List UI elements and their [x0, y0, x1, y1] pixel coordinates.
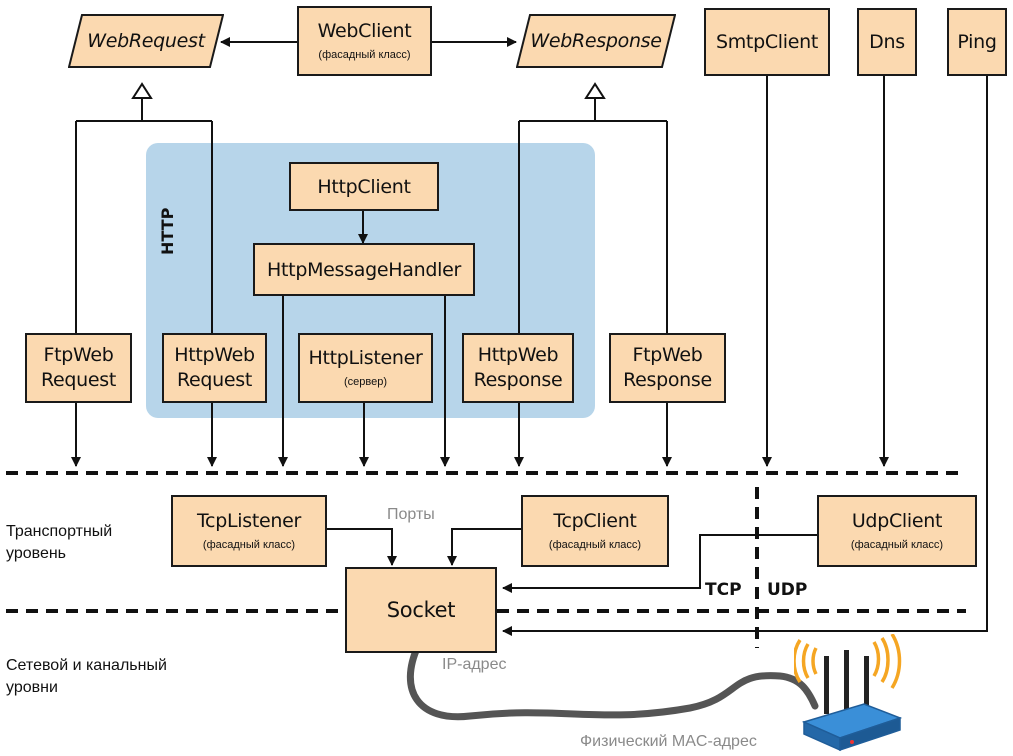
network-layer-line1: Сетевой и канальный	[6, 657, 167, 674]
httplistener-class: HttpListener (сервер)	[298, 333, 433, 403]
udpclient-note: (фасадный класс)	[850, 539, 944, 551]
ftpwebrequest-label-line2: Request	[40, 369, 117, 391]
transport-layer-line1: Транспортный	[6, 523, 113, 540]
ip-address-label: IP-адрес	[442, 656, 507, 673]
httpwebresponse-class: HttpWeb Response	[462, 333, 574, 403]
tcplistener-note: (фасадный класс)	[202, 539, 296, 551]
network-layer-line2: уровни	[6, 679, 58, 696]
dns-class: Dns	[857, 8, 917, 76]
tcplistener-label: TcpListener	[196, 510, 302, 532]
webclient-label: WebClient	[317, 20, 412, 42]
transport-layer-line2: уровень	[6, 545, 67, 562]
webresponse-class: WebResponse	[516, 14, 676, 68]
httpwebresponse-label-line2: Response	[473, 369, 563, 391]
httpwebrequest-label-line1: HttpWeb	[174, 344, 255, 366]
tcplistener-class: TcpListener (фасадный класс)	[171, 495, 327, 567]
tcpclient-to-socket-arrow	[447, 528, 521, 566]
udpclient-label: UdpClient	[851, 510, 943, 532]
ping-class: Ping	[947, 8, 1007, 76]
webresponse-label: WebResponse	[530, 30, 662, 52]
dns-label: Dns	[869, 31, 905, 53]
httpwebrequest-class: HttpWeb Request	[162, 333, 267, 403]
httpclient-label: HttpClient	[317, 175, 411, 198]
udpclient-class: UdpClient (фасадный класс)	[817, 495, 977, 567]
httplistener-note: (сервер)	[343, 376, 388, 388]
ftpwebresponse-label-line2: Response	[623, 369, 712, 391]
smtpclient-label: SmtpClient	[715, 31, 819, 53]
network-layer-label: Сетевой и канальный уровни	[6, 655, 167, 699]
router-icon	[794, 634, 903, 752]
ftpwebresponse-class: FtpWeb Response	[609, 333, 726, 403]
tcpclient-label: TcpClient	[553, 510, 637, 532]
udp-label: UDP	[767, 580, 808, 600]
socket-label: Socket	[386, 598, 456, 622]
httpmessagehandler-class: HttpMessageHandler	[253, 243, 475, 296]
ping-label: Ping	[957, 31, 997, 53]
webrequest-label: WebRequest	[87, 30, 205, 52]
ping-to-socket-arrow	[502, 76, 988, 636]
tcp-label: TCP	[705, 580, 742, 600]
webrequest-inheritance-triangle	[131, 82, 153, 99]
ftpwebresponse-label-line1: FtpWeb	[632, 344, 703, 366]
httplistener-label: HttpListener	[308, 347, 423, 369]
parallelogram-shape	[68, 14, 224, 68]
webclient-note: (фасадный класс)	[318, 49, 411, 61]
transport-layer-label: Транспортный уровень	[6, 521, 112, 565]
network-cable	[406, 642, 819, 721]
tcpclient-class: TcpClient (фасадный класс)	[521, 495, 669, 567]
ftpwebrequest-class: FtpWeb Request	[25, 333, 132, 403]
httpclient-class: HttpClient	[289, 162, 439, 211]
httpmessagehandler-label: HttpMessageHandler	[267, 258, 461, 281]
parallelogram-shape	[516, 14, 676, 68]
webclient-class: WebClient (фасадный класс)	[297, 6, 432, 76]
socket-class: Socket	[345, 567, 497, 653]
httpwebresponse-label-line1: HttpWeb	[477, 344, 559, 366]
ftpwebrequest-label-line1: FtpWeb	[43, 344, 114, 366]
tcpclient-note: (фасадный класс)	[548, 539, 642, 551]
tcplistener-to-socket-arrow	[327, 528, 397, 566]
ports-label: Порты	[387, 506, 435, 523]
smtpclient-class: SmtpClient	[704, 8, 830, 76]
mac-address-label: Физический MAC-адрес	[580, 733, 757, 750]
webresponse-inheritance-triangle	[584, 82, 606, 99]
httpwebrequest-label-line2: Request	[176, 369, 253, 391]
webrequest-class: WebRequest	[68, 14, 224, 68]
